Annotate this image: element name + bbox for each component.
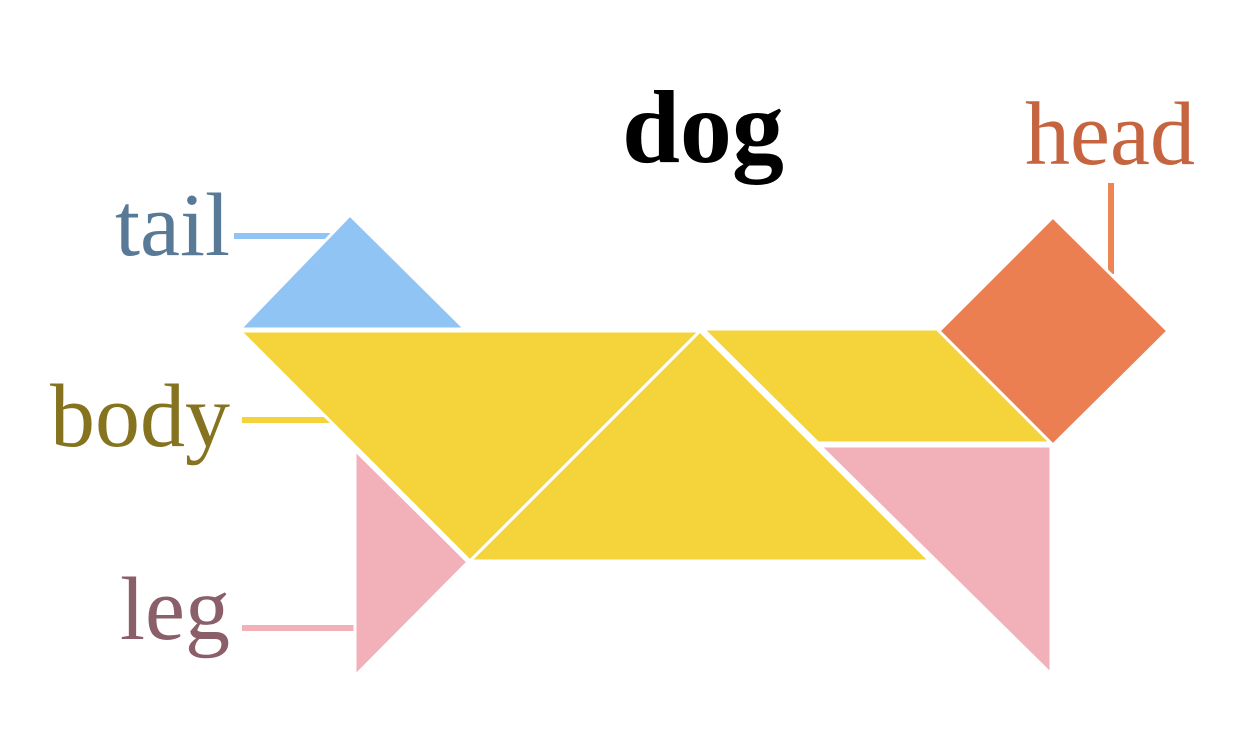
head-label: head	[1025, 85, 1195, 184]
tail-label: tail	[115, 176, 230, 275]
body-label: body	[50, 367, 230, 466]
leg-label: leg	[120, 560, 230, 659]
diagram-title: dog	[622, 70, 784, 185]
head-square-piece	[936, 214, 1171, 448]
front-leg-triangle-piece	[353, 446, 471, 680]
back-leg-triangle-piece	[816, 444, 1053, 678]
tail-triangle-piece	[236, 212, 469, 331]
body-large-triangle-piece	[466, 328, 934, 563]
